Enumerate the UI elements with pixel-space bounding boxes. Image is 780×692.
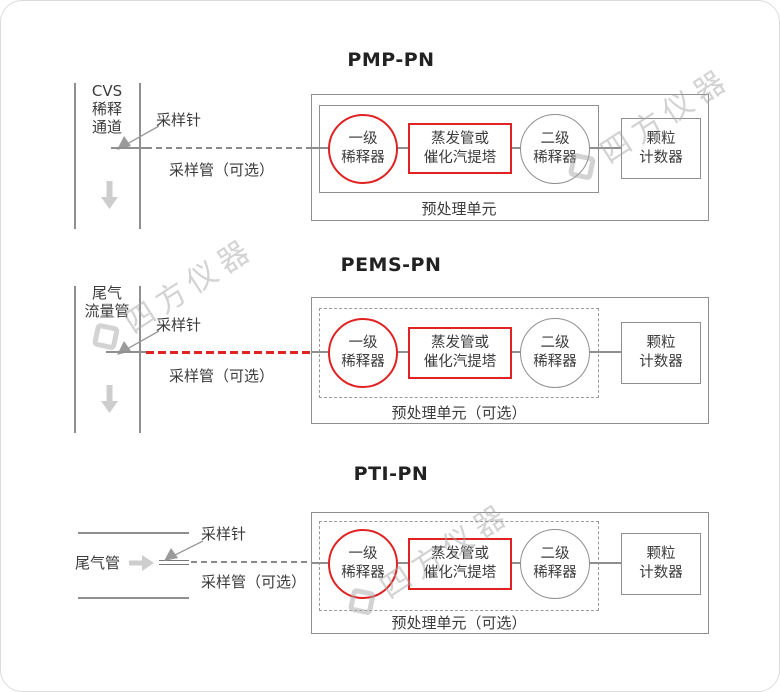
tailpipe-bottom-wall (78, 597, 189, 599)
sampling-tube-line-red (146, 351, 311, 354)
connector (588, 147, 621, 149)
sampling-tube-label: 采样管（可选） (201, 573, 307, 591)
tailpipe-label: 尾气管 (75, 554, 121, 572)
pretreatment-box (319, 105, 599, 193)
probe-needle (159, 560, 189, 565)
connector (588, 351, 621, 353)
primary-diluter-label-line2: 稀释器 (341, 565, 385, 581)
probe-line (106, 351, 146, 353)
probe-pointer-arrow-icon (164, 540, 204, 561)
pretreatment-box-optional (319, 308, 599, 398)
cvs-channel-label-line1: CVS (91, 82, 123, 100)
exhaust-flow-tube-label-line2: 流量管 (84, 302, 130, 320)
secondary-diluter-label-line1: 二级 (540, 546, 570, 562)
system-box (311, 297, 709, 424)
primary-diluter-label-line2: 稀释器 (341, 150, 385, 166)
connector (396, 562, 409, 564)
connector (396, 351, 409, 353)
cvs-channel-left-wall (74, 83, 76, 229)
evaporation-label-line2: 催化汽提塔 (423, 354, 497, 370)
secondary-diluter: 二级 稀释器 (520, 114, 590, 184)
exhaust-flow-tube-right-wall (139, 286, 141, 433)
secondary-diluter-label-line1: 二级 (540, 335, 570, 351)
particle-counter: 颗粒 计数器 (621, 118, 701, 179)
particle-counter: 颗粒 计数器 (621, 533, 701, 595)
probe-label: 采样针 (156, 316, 202, 334)
primary-diluter: 一级 稀释器 (328, 114, 398, 184)
evaporation-label-line1: 蒸发管或 (431, 130, 489, 147)
primary-diluter: 一级 稀释器 (328, 318, 398, 388)
primary-diluter: 一级 稀释器 (328, 529, 398, 599)
evaporation-tube: 蒸发管或 催化汽提塔 (408, 327, 512, 379)
probe-pointer-arrow-icon (117, 125, 160, 150)
particle-counter-label-line1: 颗粒 (646, 546, 676, 562)
connector (396, 147, 409, 149)
cvs-channel-label: CVS 稀释 通道 (77, 82, 137, 136)
flow-down-arrow-icon (101, 181, 118, 209)
evaporation-label-line2: 催化汽提塔 (423, 565, 497, 581)
sampling-tube-label: 采样管（可选） (169, 367, 275, 385)
evaporation-label-line1: 蒸发管或 (431, 335, 489, 351)
cvs-channel-right-wall (139, 83, 141, 229)
tailpipe-top-wall (78, 532, 189, 534)
exhaust-flow-tube-label-line1: 尾气 (91, 284, 122, 302)
sampling-tube-label: 采样管（可选） (169, 161, 275, 179)
system-box (311, 512, 709, 634)
exhaust-flow-tube-left-wall (74, 286, 76, 433)
pretreatment-label: 预处理单元 (421, 200, 497, 218)
particle-counter-label-line2: 计数器 (639, 354, 683, 370)
primary-diluter-label-line1: 一级 (348, 335, 378, 351)
section-title-pmp-pn: PMP-PN (347, 49, 435, 71)
connector (311, 562, 329, 564)
cvs-channel-label-line3: 通道 (91, 118, 122, 136)
connector (311, 147, 329, 149)
exhaust-flow-tube-label: 尾气 流量管 (73, 284, 141, 320)
primary-diluter-label-line1: 一级 (348, 546, 378, 562)
connector (510, 562, 521, 564)
evaporation-label-line1: 蒸发管或 (431, 546, 489, 562)
connector (588, 562, 621, 564)
connector (311, 351, 329, 353)
section-title-pti-pn: PTI-PN (353, 463, 429, 485)
secondary-diluter-label-line2: 稀释器 (533, 565, 577, 581)
cvs-channel-label-line2: 稀释 (91, 100, 122, 118)
evaporation-tube: 蒸发管或 催化汽提塔 (408, 123, 512, 174)
secondary-diluter: 二级 稀释器 (520, 529, 590, 599)
secondary-diluter-label-line2: 稀释器 (533, 354, 577, 370)
particle-counter-label-line2: 计数器 (639, 565, 683, 581)
secondary-diluter: 二级 稀释器 (520, 318, 590, 388)
evaporation-label-line2: 催化汽提塔 (423, 149, 497, 166)
particle-counter-label-line1: 颗粒 (646, 335, 676, 351)
pretreatment-label: 预处理单元（可选） (391, 614, 527, 632)
secondary-diluter-label-line2: 稀释器 (533, 150, 577, 166)
pretreatment-box-optional (319, 521, 599, 611)
connector (510, 147, 521, 149)
probe-label: 采样针 (201, 525, 247, 543)
flow-down-arrow-icon (101, 385, 118, 413)
evaporation-tube: 蒸发管或 催化汽提塔 (408, 538, 512, 590)
primary-diluter-label-line2: 稀释器 (341, 354, 385, 370)
probe-line (111, 147, 146, 149)
particle-counter: 颗粒 计数器 (621, 322, 701, 384)
pretreatment-label: 预处理单元（可选） (391, 404, 527, 422)
system-box (311, 94, 709, 221)
connector (510, 351, 521, 353)
flow-right-arrow-icon (129, 555, 154, 571)
section-title-pems-pn: PEMS-PN (340, 254, 442, 276)
sampling-tube-line (146, 147, 311, 149)
particle-counter-label-line2: 计数器 (639, 149, 683, 166)
sampling-tube-line (191, 561, 311, 563)
particle-counter-label-line1: 颗粒 (646, 130, 676, 147)
secondary-diluter-label-line1: 二级 (540, 131, 570, 147)
primary-diluter-label-line1: 一级 (348, 131, 378, 147)
probe-label: 采样针 (156, 111, 202, 129)
